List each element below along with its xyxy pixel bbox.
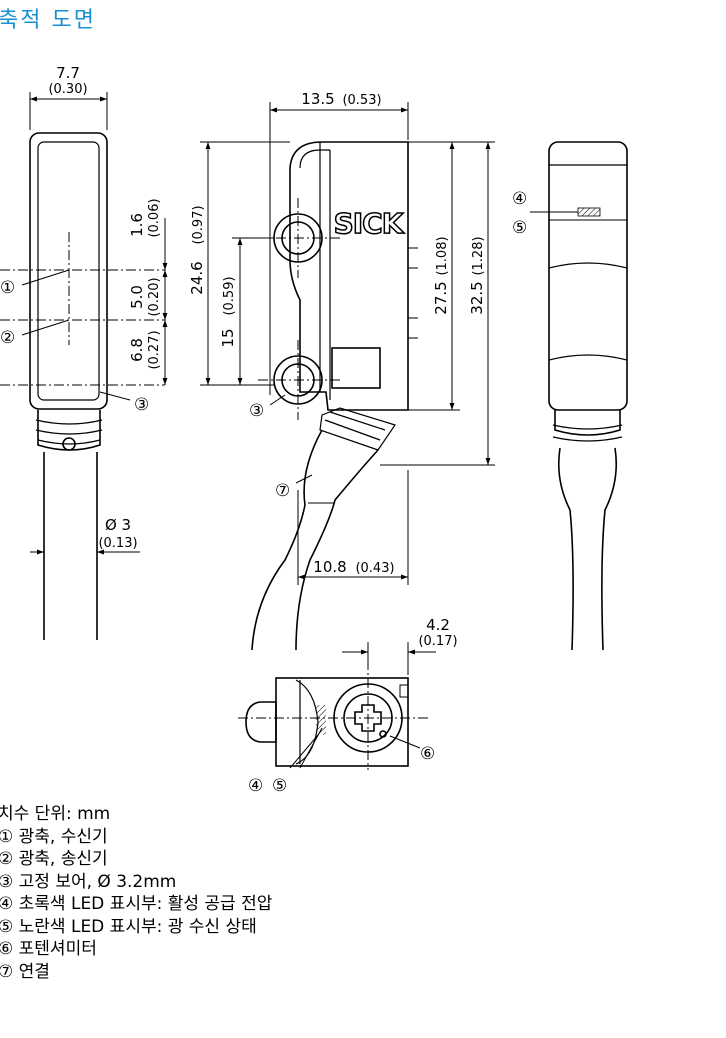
front-view-axes — [0, 232, 165, 386]
svg-text:6.8: 6.8 — [128, 338, 146, 362]
svg-text:1.6: 1.6 — [128, 213, 146, 237]
legend-item-3: ③ 고정 보어, Ø 3.2mm — [0, 871, 177, 892]
svg-text:27.5: 27.5 — [432, 281, 450, 314]
dim-vertical-front: 1.6 (0.06) 5.0 (0.20) 6.8 (0.27) — [128, 198, 162, 369]
dim-width-front-inch: (0.30) — [48, 82, 87, 97]
callout-4-back: ④ — [512, 189, 527, 209]
bottom-dimension-lines — [289, 642, 436, 769]
led-indicator-strip — [577, 207, 601, 217]
dimensioned-drawing: 7.7 (0.30) 1.6 (0.06) 5.0 (0.20) 6.8 (0.… — [0, 64, 628, 796]
callout-7: ⑦ — [275, 481, 290, 501]
legend-item-6: ⑥ 포텐셔미터 — [0, 939, 97, 959]
legend: 치수 단위: mm ① 광축, 수신기 ② 광축, 송신기 ③ 고정 보어, Ø… — [0, 803, 272, 983]
dim-width-10-8-inch: (0.43) — [355, 561, 394, 576]
svg-text:(0.27): (0.27) — [147, 330, 162, 369]
bottom-view-axes — [238, 660, 428, 770]
svg-text:15: 15 — [219, 328, 237, 347]
svg-text:5.0: 5.0 — [128, 285, 146, 309]
legend-item-2: ② 광축, 송신기 — [0, 849, 108, 869]
front-dimension-lines — [21, 92, 168, 555]
dim-vertical-side: 24.6 (0.97) 15 (0.59) 27.5 (1.08) 32.5 (… — [188, 205, 486, 347]
bottom-view — [245, 677, 409, 767]
callout-2: ② — [0, 328, 15, 348]
svg-text:(0.06): (0.06) — [147, 198, 162, 237]
back-view — [548, 141, 628, 651]
dim-width-4-2-inch: (0.17) — [418, 634, 457, 649]
page-title: 축적 도면 — [0, 8, 96, 33]
side-dimension-lines — [200, 102, 495, 585]
legend-item-7: ⑦ 연결 — [0, 961, 50, 982]
svg-text:(0.20): (0.20) — [147, 277, 162, 316]
svg-text:32.5: 32.5 — [468, 281, 486, 314]
legend-item-1: ① 광축, 수신기 — [0, 826, 108, 847]
dim-cable-diameter-inch: (0.13) — [98, 536, 137, 551]
legend-item-4: ④ 초록색 LED 표시부: 활성 공급 전압 — [0, 894, 273, 914]
legend-units: 치수 단위: mm — [0, 804, 111, 824]
legend-item-5: ⑤ 노란색 LED 표시부: 광 수신 상태 — [0, 916, 257, 937]
dim-width-4-2: 4.2 — [426, 616, 450, 634]
bottom-led-hatch — [316, 705, 326, 735]
callout-4-bottom: ④ — [248, 776, 263, 796]
svg-text:(0.59): (0.59) — [222, 276, 237, 315]
callout-3-side: ③ — [249, 401, 264, 421]
dim-cable-diameter: Ø 3 — [105, 516, 131, 534]
dim-width-side-inch: (0.53) — [342, 93, 381, 108]
callout-1: ① — [0, 278, 15, 298]
svg-text:24.6: 24.6 — [188, 261, 206, 294]
callout-6: ⑥ — [420, 744, 435, 764]
callout-3-front: ③ — [134, 395, 149, 415]
dim-width-front: 7.7 — [56, 64, 80, 82]
svg-text:(1.28): (1.28) — [471, 236, 486, 275]
svg-text:(1.08): (1.08) — [435, 236, 450, 275]
callout-5-bottom: ⑤ — [272, 776, 287, 796]
svg-text:(0.97): (0.97) — [191, 205, 206, 244]
dim-width-10-8: 10.8 — [313, 558, 346, 576]
sick-logo: SICK — [334, 207, 405, 240]
dim-width-side: 13.5 — [301, 90, 334, 108]
front-view — [29, 132, 108, 640]
callout-5-back: ⑤ — [512, 218, 527, 238]
